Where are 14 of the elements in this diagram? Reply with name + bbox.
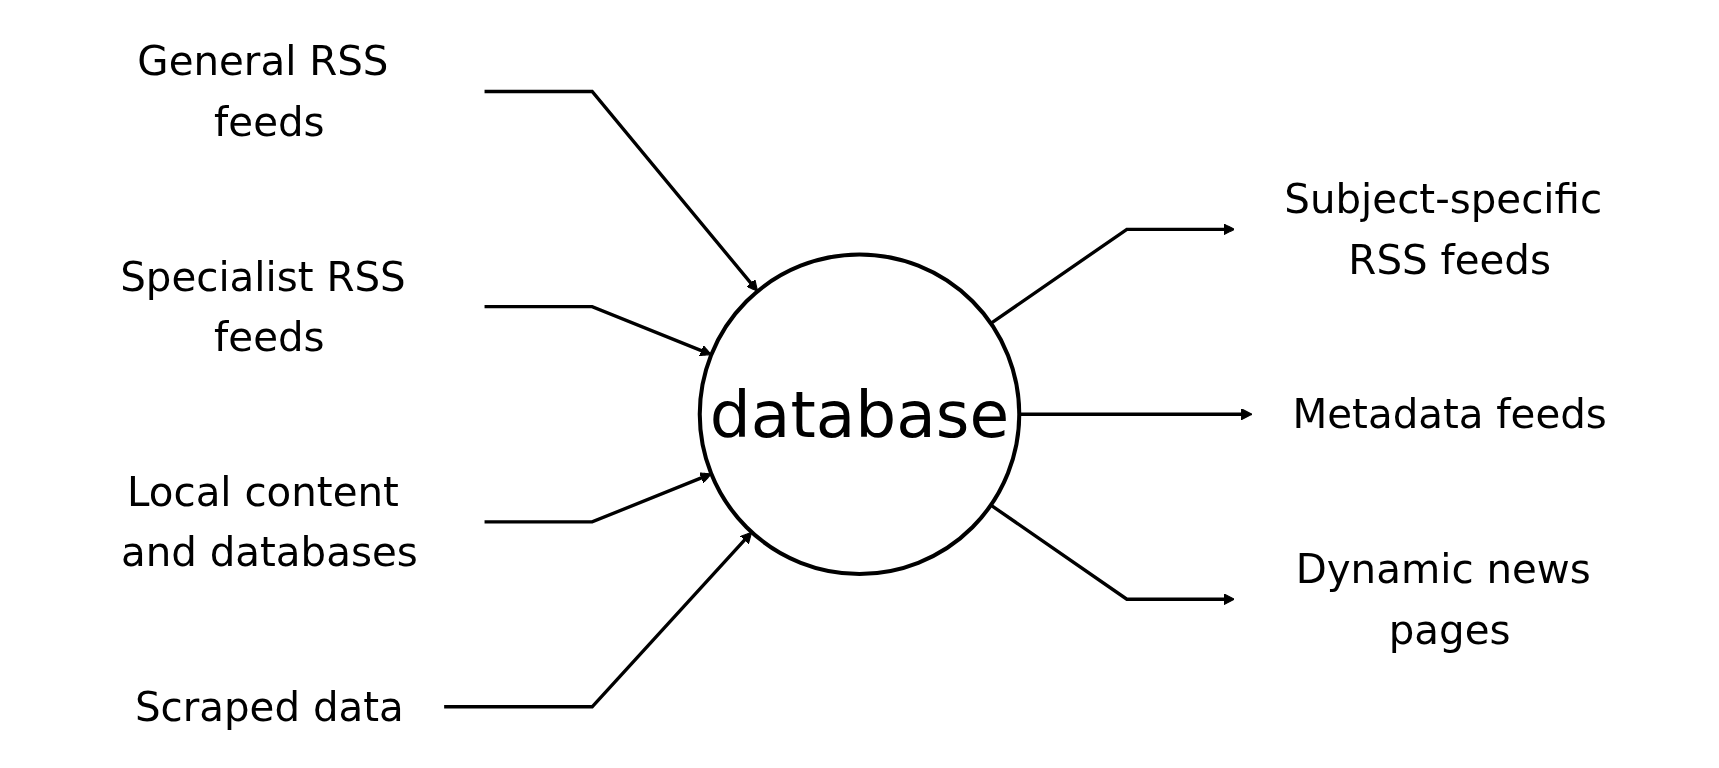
arrow xyxy=(484,472,712,524)
arrow xyxy=(444,531,753,709)
arrow xyxy=(989,223,1235,325)
node-text: Subject-specific RSS feeds xyxy=(1284,175,1603,284)
arrow xyxy=(484,305,712,357)
arrow xyxy=(484,89,759,292)
arrow xyxy=(989,503,1235,606)
node-text: Scraped data xyxy=(134,683,404,731)
node-text: Local content and databases xyxy=(120,468,418,576)
node-circle: database xyxy=(697,252,1022,577)
node-text: Metadata feeds xyxy=(1292,390,1607,438)
node-text: Specialist RSS feeds xyxy=(120,252,406,361)
node-text: Dynamic news pages xyxy=(1295,545,1591,653)
node-text: General RSS feeds xyxy=(137,37,389,146)
